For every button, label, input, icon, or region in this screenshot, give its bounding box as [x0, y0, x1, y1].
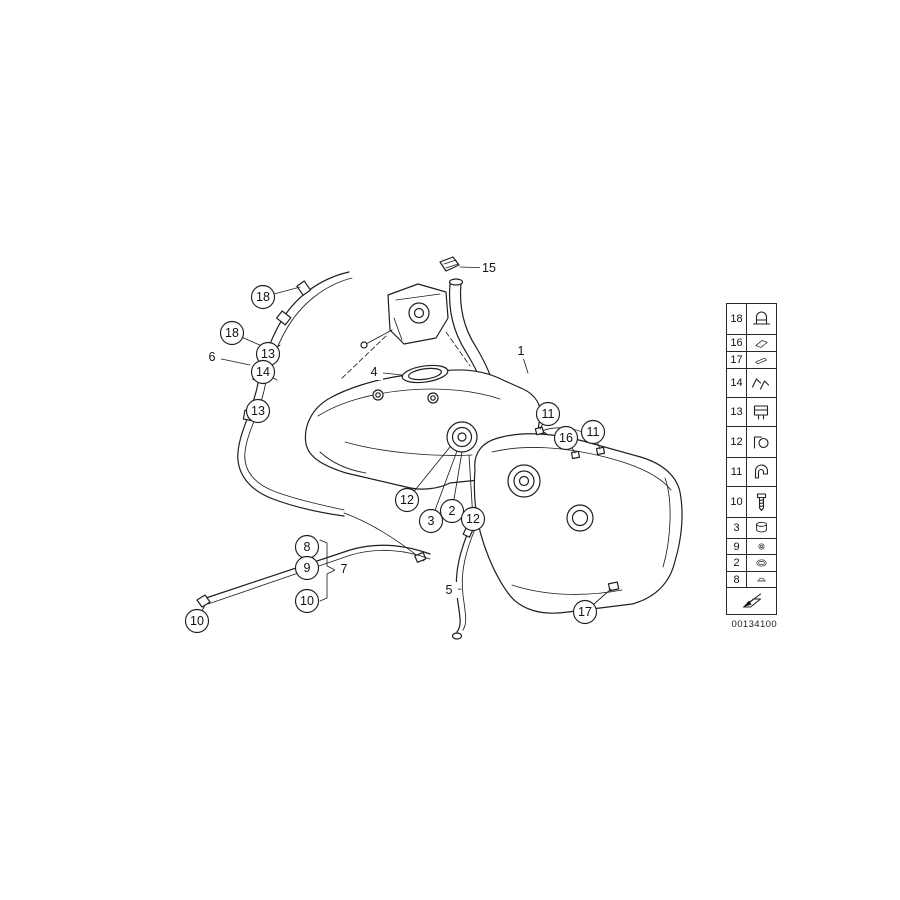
callout-label: 7 — [341, 562, 348, 576]
legend-part-number: 9 — [727, 539, 747, 554]
callout-label: 10 — [190, 614, 204, 628]
drawing-number: 00134100 — [731, 619, 777, 630]
callout-leader — [430, 450, 458, 522]
callout-label: 15 — [482, 261, 496, 275]
callout-11[interactable]: 11 — [535, 401, 561, 427]
callout-18[interactable]: 18 — [250, 284, 276, 310]
legend-part-number: 8 — [727, 572, 747, 587]
callout-label: 17 — [578, 605, 592, 619]
callout-7[interactable]: 7 — [335, 561, 353, 577]
direction-arrow-box — [726, 587, 777, 615]
callout-3[interactable]: 3 — [418, 508, 444, 534]
strip-icon — [747, 352, 776, 368]
callout-16[interactable]: 16 — [553, 425, 579, 451]
legend-row-3[interactable]: 3 — [726, 517, 777, 539]
legend-row-18[interactable]: 18 — [726, 303, 777, 335]
legend-row-8[interactable]: 8 — [726, 571, 777, 588]
screw-icon — [747, 487, 776, 517]
legend-row-17[interactable]: 17 — [726, 351, 777, 369]
legend-part-number: 16 — [727, 335, 747, 351]
callout-8[interactable]: 8 — [294, 534, 320, 560]
legend-part-number: 18 — [727, 304, 747, 334]
callout-label: 11 — [542, 407, 555, 421]
callout-label: 16 — [559, 431, 573, 445]
legend-row-9[interactable]: 9 — [726, 538, 777, 555]
legend-row-10[interactable]: 10 — [726, 486, 777, 518]
callout-label: 12 — [466, 512, 480, 526]
callout-14[interactable]: 14 — [250, 359, 276, 385]
callout-5[interactable]: 5 — [440, 582, 458, 598]
legend-part-number: 3 — [727, 518, 747, 538]
legend-part-number: 12 — [727, 427, 747, 457]
callout-11[interactable]: 11 — [580, 419, 606, 445]
callout-4[interactable]: 4 — [365, 364, 383, 380]
connector-icon — [747, 398, 776, 426]
pump-opening — [401, 364, 449, 384]
callout-label: 5 — [446, 583, 453, 597]
callout-9[interactable]: 9 — [294, 555, 320, 581]
callout-13[interactable]: 13 — [255, 341, 281, 367]
right-tank-half — [473, 426, 683, 614]
clamp-pair-icon — [747, 369, 776, 397]
callout-label: 3 — [428, 514, 435, 528]
cap-icon — [747, 518, 776, 538]
legend-part-number: 13 — [727, 398, 747, 426]
legend-row-14[interactable]: 14 — [726, 368, 777, 398]
callout-10[interactable]: 10 — [184, 608, 210, 634]
callout-label: 12 — [400, 493, 414, 507]
buffer-pad-icon — [747, 335, 776, 351]
callout-15[interactable]: 15 — [480, 260, 498, 276]
callout-18[interactable]: 18 — [219, 320, 245, 346]
legend-row-12[interactable]: 12 — [726, 426, 777, 458]
legend-row-2[interactable]: 2 — [726, 554, 777, 572]
callout-label: 9 — [304, 561, 311, 575]
callout-label: 13 — [251, 404, 265, 418]
plug-icon — [747, 572, 776, 587]
callout-label: 11 — [587, 425, 600, 439]
callout-label: 18 — [225, 326, 239, 340]
callout-6[interactable]: 6 — [203, 349, 221, 365]
callout-13[interactable]: 13 — [245, 398, 271, 424]
hose-clip-icon — [747, 304, 776, 334]
legend-part-number: 11 — [727, 458, 747, 486]
callout-12[interactable]: 12 — [394, 487, 420, 513]
legend-part-number: 17 — [727, 352, 747, 368]
callout-12[interactable]: 12 — [460, 506, 486, 532]
callout-label: 13 — [261, 347, 275, 361]
callout-2[interactable]: 2 — [439, 498, 465, 524]
grommet-icon — [747, 539, 776, 554]
callout-label: 1 — [518, 344, 525, 358]
callout-label: 2 — [449, 504, 456, 518]
holder-bracket-icon — [747, 427, 776, 457]
legend-row-13[interactable]: 13 — [726, 397, 777, 427]
legend-part-number: 14 — [727, 369, 747, 397]
callout-17[interactable]: 17 — [572, 599, 598, 625]
callout-label: 4 — [371, 365, 378, 379]
callout-label: 18 — [256, 290, 270, 304]
callout-label: 10 — [300, 594, 314, 608]
cable-clip-icon — [747, 458, 776, 486]
legend-part-number: 10 — [727, 487, 747, 517]
legend-row-16[interactable]: 16 — [726, 334, 777, 352]
callout-1[interactable]: 1 — [512, 343, 530, 359]
legend-row-11[interactable]: 11 — [726, 457, 777, 487]
callout-label: 8 — [304, 540, 311, 554]
sealing-ring-icon — [747, 555, 776, 571]
legend-part-number: 2 — [727, 555, 747, 571]
pump-module — [339, 283, 471, 381]
callout-10[interactable]: 10 — [294, 588, 320, 614]
callout-label: 6 — [209, 350, 216, 364]
callout-label: 14 — [256, 365, 270, 379]
